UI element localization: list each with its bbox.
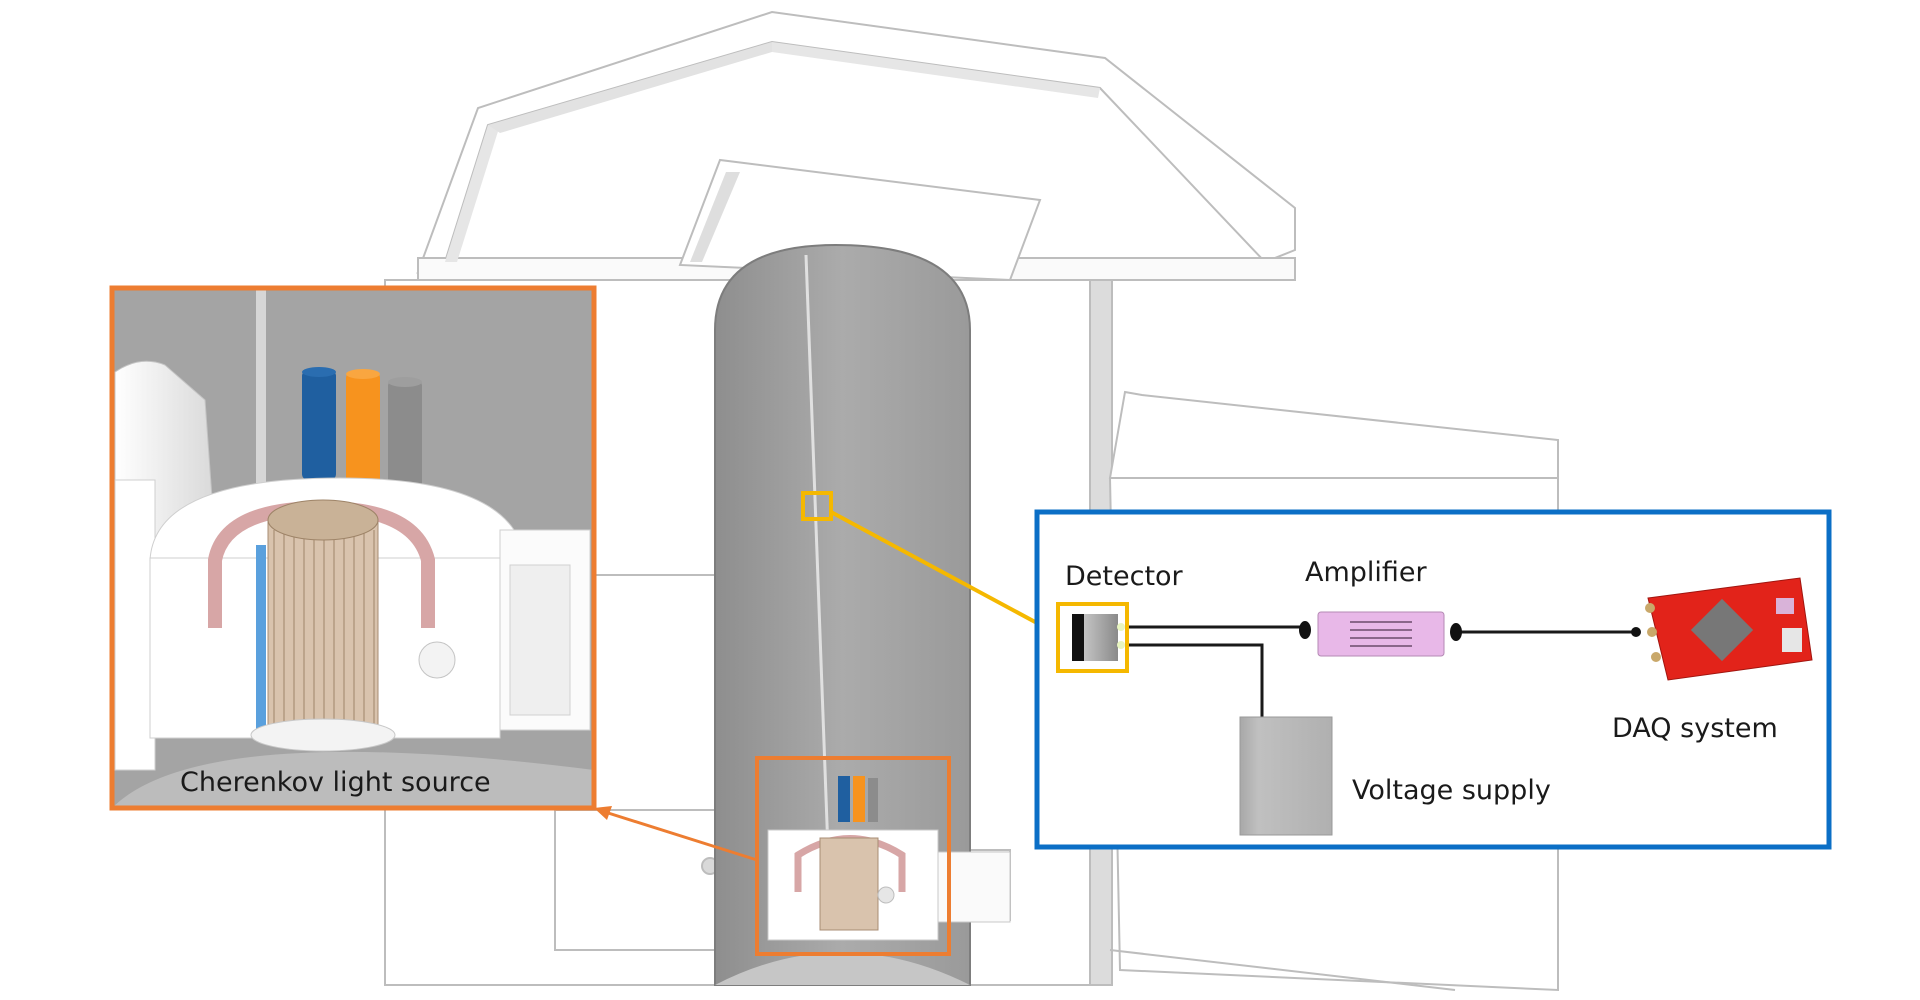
label-detector: Detector <box>1065 561 1183 592</box>
core-fuel-bundle <box>819 837 879 931</box>
voltage-supply-body <box>1239 716 1333 836</box>
daq-chip <box>1690 598 1754 662</box>
amp-connector <box>1450 623 1462 641</box>
core-callout-arrow <box>594 806 758 862</box>
annex-roof <box>1108 390 1559 482</box>
daq-system <box>1631 577 1813 681</box>
detector-location-box <box>801 491 833 521</box>
rod-top <box>346 369 380 379</box>
detector-window <box>1072 614 1084 661</box>
amp-connector <box>1299 621 1311 639</box>
daq-sma <box>1645 603 1655 613</box>
core-rod-orange <box>853 776 865 822</box>
inset-left-block-front <box>114 479 156 771</box>
detector-pin <box>1117 623 1125 631</box>
light-guide <box>256 290 266 520</box>
control-rod-orange <box>346 372 380 484</box>
detector-highlight-box <box>1056 602 1129 673</box>
voltage-supply <box>1239 716 1333 836</box>
housing-port <box>418 641 456 679</box>
light-guide-inner <box>256 545 266 735</box>
roof-rim-shade <box>445 125 500 262</box>
daq-port <box>1782 628 1802 652</box>
rod-top <box>388 377 422 387</box>
label-cherenkov-light-source: Cherenkov light source <box>180 767 491 798</box>
housing-slot <box>509 564 571 716</box>
fuel-bundle <box>267 499 379 736</box>
core-pool-floor <box>715 952 970 985</box>
hall-cap-shade <box>690 172 740 262</box>
label-daq-system: DAQ system <box>1612 713 1778 744</box>
tank-body <box>714 243 971 986</box>
right-inset <box>1034 509 1832 850</box>
roof-rim-shade <box>488 42 772 133</box>
core-port <box>877 886 895 904</box>
roof-rim-shade <box>772 42 1100 98</box>
right-inset-background <box>1034 509 1832 850</box>
daq-port <box>1776 598 1794 614</box>
core-rod-blue <box>838 776 850 822</box>
control-rod-gray <box>388 380 422 492</box>
amplifier <box>1299 611 1462 657</box>
detector <box>1056 602 1129 673</box>
label-amplifier: Amplifier <box>1305 557 1427 588</box>
core-rod-gray <box>868 778 878 822</box>
detector-pin <box>1117 641 1125 649</box>
annex-line <box>1109 949 1456 991</box>
base-plate <box>250 718 396 752</box>
control-rod-blue <box>302 370 336 480</box>
daq-sma <box>1651 652 1661 662</box>
amplifier-body <box>1317 611 1445 657</box>
daq-connector <box>1631 627 1641 637</box>
left-inset <box>109 285 597 811</box>
core-zoom-box <box>755 756 951 956</box>
cable-detector-supply <box>1125 643 1264 717</box>
detector-string <box>804 254 832 906</box>
label-voltage-supply: Voltage supply <box>1352 775 1551 806</box>
left-inset-border <box>109 285 597 811</box>
daq-sma <box>1647 627 1657 637</box>
reactor-tank <box>714 243 1011 986</box>
rod-top <box>302 367 336 377</box>
pool-floor <box>112 751 594 808</box>
